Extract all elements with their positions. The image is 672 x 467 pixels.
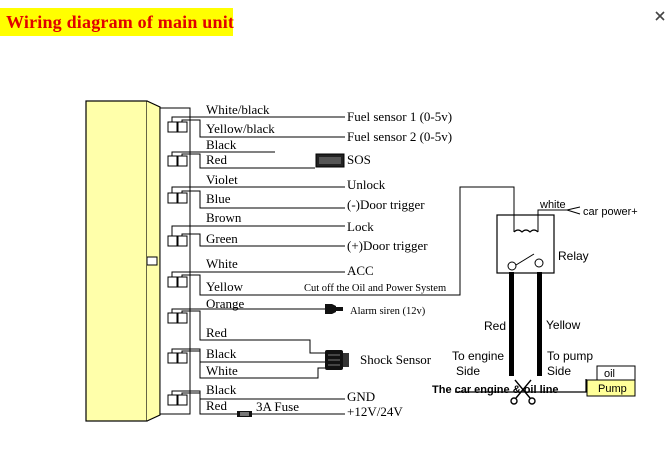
connector-5 — [167, 276, 188, 288]
main-unit-notch — [146, 256, 158, 266]
wire-red-power — [181, 392, 345, 415]
wire-label: White — [206, 363, 238, 378]
yellow-wire-label: Yellow — [546, 318, 581, 332]
wire-white-shock — [181, 350, 325, 379]
signal-label: Lock — [347, 219, 374, 234]
wire-label: White/black — [206, 102, 270, 117]
wire-label: Black — [206, 346, 237, 361]
signal-label: Shock Sensor — [360, 352, 432, 367]
wire-black-gnd — [171, 390, 345, 400]
oil-tank — [596, 365, 636, 381]
to-engine-side-label: Side — [456, 364, 480, 378]
signal-label: (+)Door trigger — [347, 238, 428, 253]
relay-label: Relay — [558, 249, 589, 263]
wire-green — [181, 233, 345, 247]
wire-label: Black — [206, 137, 237, 152]
sos-button-icon — [315, 153, 345, 168]
scissors-icon — [510, 379, 536, 405]
fuse-icon — [237, 411, 252, 417]
wire-label: Red — [206, 398, 227, 413]
wire-black — [171, 151, 275, 156]
wire-white-acc — [171, 271, 345, 277]
pump-box — [586, 379, 636, 397]
wire-label: White — [206, 256, 238, 271]
title-banner: Wiring diagram of main unit — [0, 8, 235, 36]
signal-label: Unlock — [347, 177, 386, 192]
connector-2 — [167, 155, 188, 167]
connector-8 — [167, 394, 188, 406]
relay-box — [496, 214, 555, 274]
relay-white-wire — [537, 209, 567, 232]
signal-label: (-)Door trigger — [347, 197, 425, 212]
wire-white-black — [171, 116, 345, 122]
shock-sensor-plug-icon — [325, 350, 349, 370]
car-power-label: car power+ — [583, 206, 638, 218]
pump-label: Pump — [598, 383, 627, 395]
wire-label: Orange — [206, 296, 244, 311]
relay-switch-arm — [515, 253, 535, 266]
connector-3 — [167, 192, 188, 204]
signal-labels: Fuel sensor 1 (0-5v) Fuel sensor 2 (0-5v… — [256, 109, 452, 419]
connector-7 — [167, 352, 188, 364]
oil-line-label: The car engine & oil line — [432, 384, 559, 396]
wire-black-shock — [171, 348, 325, 363]
wire-label: Yellow/black — [206, 121, 275, 136]
signal-label: GND — [347, 389, 375, 404]
white-wire-label: white — [539, 199, 566, 211]
main-unit-body — [85, 100, 148, 422]
wire-label: Blue — [206, 191, 231, 206]
connector-1 — [167, 121, 188, 133]
connector-6 — [167, 312, 188, 324]
wire-yellow-cutoff — [181, 186, 515, 296]
relay-coil — [513, 229, 539, 233]
fuse-label: 3A Fuse — [256, 399, 299, 414]
wire-label: Violet — [206, 172, 238, 187]
wire-label: Green — [206, 231, 238, 246]
wire-color-labels: White/black Yellow/black Black Red Viole… — [206, 102, 275, 413]
to-pump-side-label: Side — [547, 364, 571, 378]
red-wire-label: Red — [484, 319, 506, 333]
wire-yellow-black — [181, 119, 345, 138]
wire-label: Yellow — [206, 279, 244, 294]
signal-label: Alarm siren (12v) — [350, 306, 426, 317]
connector-4 — [167, 235, 188, 247]
wire-violet — [171, 186, 345, 193]
wire-red-shock — [181, 310, 325, 354]
diagram-title: Wiring diagram of main unit — [6, 12, 235, 32]
close-icon[interactable] — [654, 10, 666, 22]
wire-label: Brown — [206, 210, 242, 225]
to-engine-label: To engine — [452, 349, 504, 363]
signal-label: +12V/24V — [347, 404, 403, 419]
car-power-arrow-icon — [566, 206, 581, 215]
relay-contact-right — [534, 258, 544, 268]
relay-red-wire — [509, 272, 514, 376]
wires — [171, 116, 515, 415]
wire-brown — [171, 225, 345, 236]
wire-label: Black — [206, 382, 237, 397]
oil-label: oil — [604, 368, 615, 380]
wire-blue — [181, 190, 345, 209]
siren-plug-icon — [325, 304, 343, 314]
relay-contact-left — [507, 261, 517, 271]
signal-label: ACC — [347, 263, 374, 278]
signal-label: Cut off the Oil and Power System — [304, 283, 446, 294]
wire-red-sos — [181, 153, 315, 169]
signal-label: Fuel sensor 2 (0-5v) — [347, 129, 452, 144]
wire-orange — [171, 308, 325, 313]
signal-label: SOS — [347, 152, 371, 167]
relay-yellow-wire — [537, 272, 542, 376]
wire-label: Red — [206, 325, 227, 340]
to-pump-label: To pump — [547, 349, 593, 363]
wire-label: Red — [206, 152, 227, 167]
relay-section: Relay white car power+ Red Yellow To eng… — [432, 199, 638, 405]
signal-label: Fuel sensor 1 (0-5v) — [347, 109, 452, 124]
